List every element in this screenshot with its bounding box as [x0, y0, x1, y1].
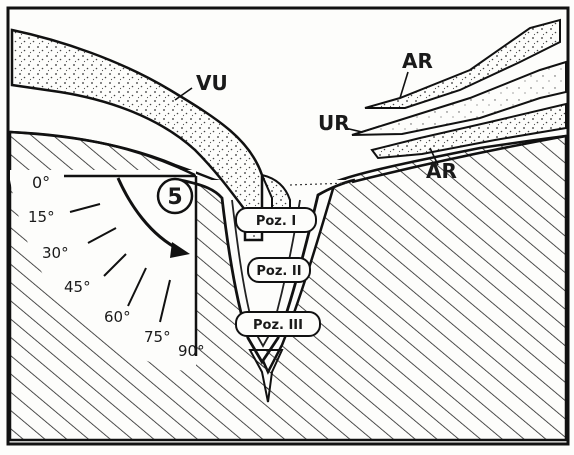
label-ar-bottom: AR: [426, 159, 457, 183]
angle-label-30: 30°: [42, 244, 69, 262]
angle-label-15: 15°: [28, 208, 55, 226]
label-vu: VU: [196, 71, 228, 95]
angle-label-45: 45°: [64, 278, 91, 296]
angle-label-75: 75°: [144, 328, 171, 346]
step-number: 5: [167, 185, 182, 210]
position-label-3: Poz. III: [253, 318, 303, 333]
angle-label-0: 0°: [32, 173, 50, 192]
angle-label-90: 90°: [178, 342, 205, 360]
label-ar-top: AR: [402, 49, 433, 73]
angle-label-60: 60°: [104, 308, 131, 326]
position-label-1: Poz. I: [256, 214, 296, 229]
position-label-2: Poz. II: [256, 264, 301, 279]
label-ur: UR: [318, 111, 350, 135]
